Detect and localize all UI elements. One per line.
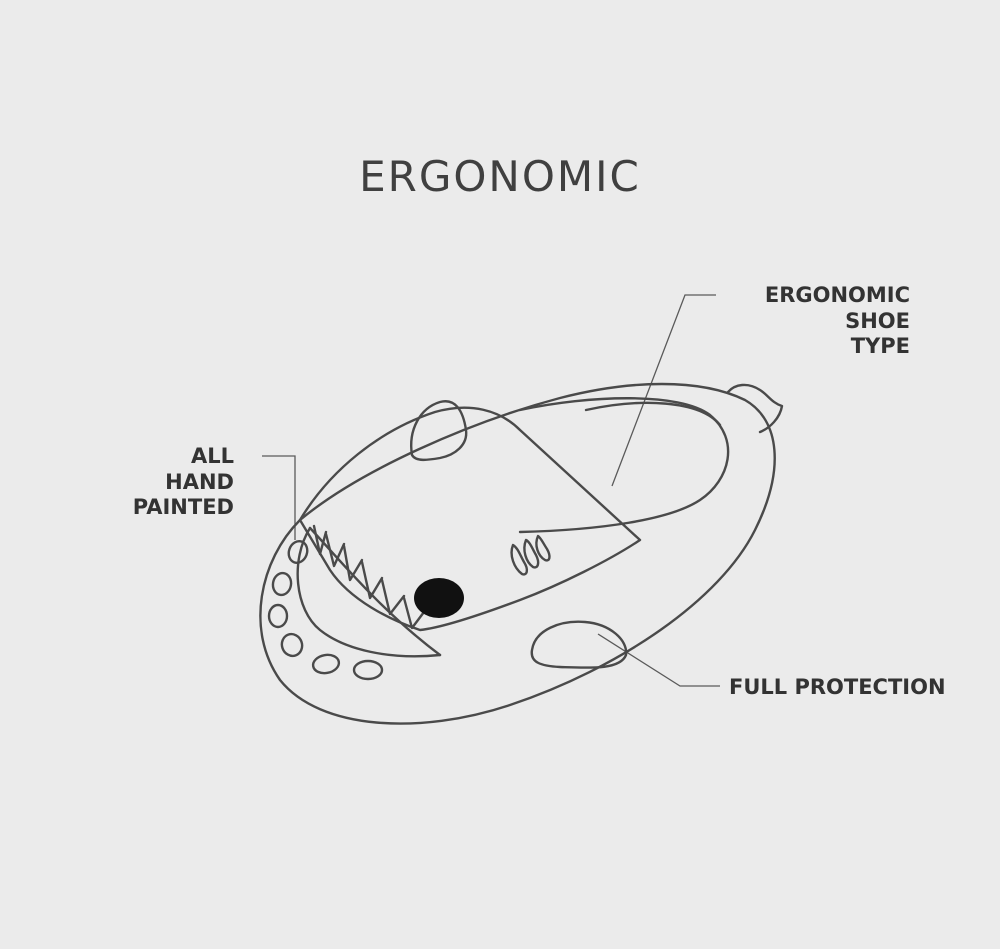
callout-line: TYPE (850, 334, 910, 358)
leader-lines (262, 294, 720, 687)
dorsal-fin (410, 400, 468, 462)
tail-fin (726, 383, 784, 434)
side-fin (530, 620, 628, 669)
sole-outline (259, 382, 776, 725)
leader-hand-painted (262, 455, 296, 540)
callout-line: PAINTED (132, 495, 234, 519)
footbed-inner (518, 397, 730, 534)
shark-eye (414, 578, 464, 618)
footbed-arc (584, 401, 722, 427)
leader-protection (597, 633, 720, 687)
lower-jaw-dots (267, 540, 384, 681)
callout-line: ERGONOMIC (764, 283, 910, 307)
callout-line: HAND (165, 469, 234, 494)
leader-shoe-type (611, 294, 716, 487)
gill-slits (510, 534, 551, 576)
callout-ergonomic-shoe-type: ERGONOMIC SHOE TYPE (700, 283, 910, 360)
callout-full-protection: FULL PROTECTION (729, 675, 946, 699)
callout-line: SHOE (845, 308, 910, 333)
callout-line: ALL (190, 444, 234, 468)
shark-upper (298, 406, 642, 632)
jaw-line (308, 526, 442, 657)
teeth (312, 524, 426, 630)
callout-all-hand-painted: ALL HAND PAINTED (100, 444, 234, 521)
page-title: ERGONOMIC (359, 152, 641, 201)
